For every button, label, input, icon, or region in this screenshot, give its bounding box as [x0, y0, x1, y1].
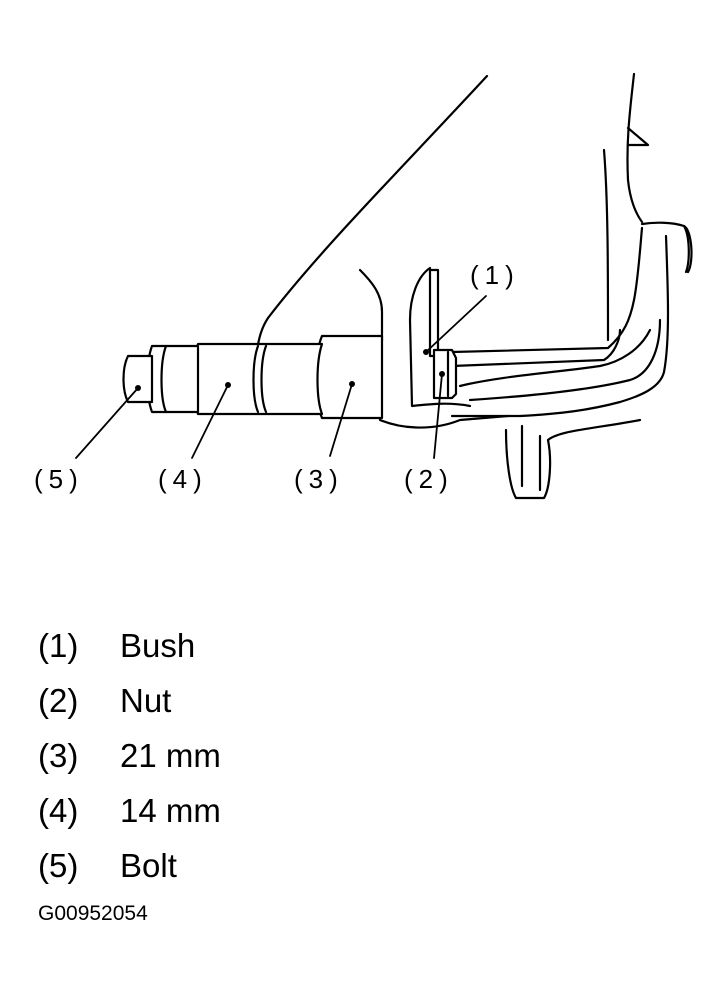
leader-line-2 [433, 373, 443, 459]
leader-line-4 [191, 384, 229, 459]
bracket-lower [450, 234, 670, 418]
housing [358, 268, 510, 429]
legend-number: (2) [38, 682, 79, 719]
pivot-edge [682, 224, 693, 274]
frame-inner [602, 148, 610, 342]
socket-ring-b [260, 344, 268, 414]
bracket-inner-b [458, 328, 652, 388]
bolt-bush-diagram [75, 72, 693, 500]
leader-line-3 [329, 383, 353, 457]
legend-number: (1) [38, 627, 79, 664]
frame-member [626, 72, 644, 224]
callout-label-3: (3) [294, 464, 344, 494]
bracket-inner-c [468, 318, 662, 402]
socket-14mm [192, 342, 324, 416]
frame-flange [626, 126, 650, 147]
bolt-collar-edge [160, 344, 168, 414]
legend-item-1: (1) Bush [38, 618, 221, 673]
legend: (1) Bush (2) Nut (3) 21 mm (4) 14 mm (5)… [38, 618, 221, 893]
legend-number: (4) [38, 792, 79, 829]
callout-label-1: (1) [470, 260, 520, 290]
legend-text: Bolt [120, 847, 177, 884]
legend-item-2: (2) Nut [38, 673, 221, 728]
legend-text: 14 mm [120, 792, 221, 829]
legend-text: 21 mm [120, 737, 221, 774]
housing-front [408, 266, 472, 408]
callout-label-5: (5) [34, 464, 84, 494]
bracket [450, 226, 644, 354]
callout-label-4: (4) [158, 464, 208, 494]
bracket-foot [504, 418, 642, 500]
leader-line-1 [425, 295, 487, 353]
bolt-head [122, 354, 154, 404]
bracket-inner-a [450, 328, 622, 368]
leader-line-5 [75, 387, 139, 459]
legend-text: Nut [120, 682, 172, 719]
callout-label-2: (2) [404, 464, 454, 494]
bolt-collar [146, 344, 200, 414]
legend-number: (5) [38, 847, 79, 884]
figure-id: G00952054 [38, 902, 148, 925]
legend-text: Bush [120, 627, 196, 664]
socket-ring [252, 344, 260, 414]
legend-item-5: (5) Bolt [38, 838, 221, 893]
legend-item-3: (3) 21 mm [38, 728, 221, 783]
socket-21mm [314, 334, 384, 420]
legend-item-4: (4) 14 mm [38, 783, 221, 838]
legend-number: (3) [38, 737, 79, 774]
